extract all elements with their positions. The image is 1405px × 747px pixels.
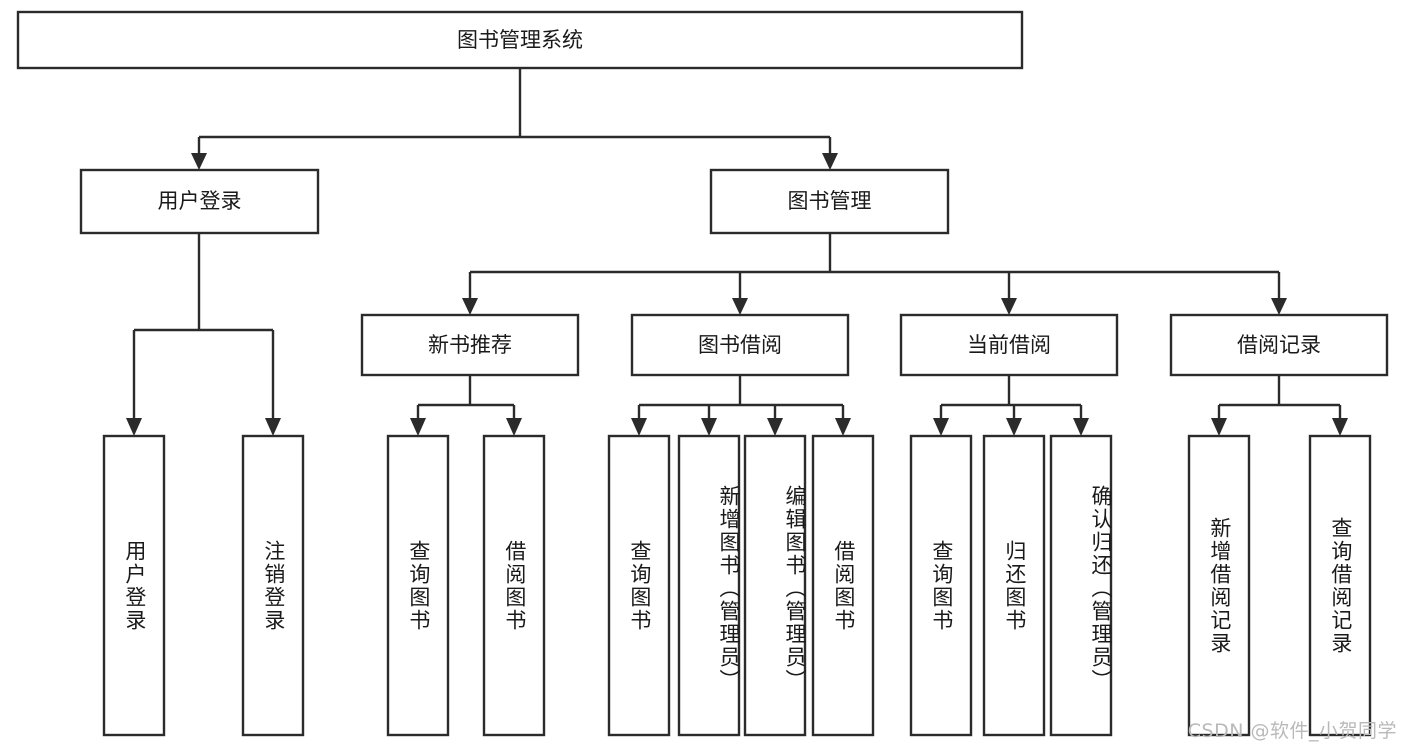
node-root[interactable]: 图书管理系统: [16, 10, 1024, 70]
node-book-borrow-label: 图书借阅: [698, 333, 782, 357]
arrow-head-icon: [767, 418, 783, 436]
node-new-book-recommend-box[interactable]: [360, 313, 580, 377]
node-borrow-record-box[interactable]: [1169, 313, 1389, 377]
arrow-head-icon: [506, 418, 522, 436]
arrow-head-icon: [631, 418, 647, 436]
leaf-box-query-book-current[interactable]: [909, 434, 973, 737]
leaf-box-add-book-admin[interactable]: [677, 434, 741, 737]
node-book-borrow[interactable]: 图书借阅: [630, 313, 850, 377]
connector-layer: [126, 68, 1348, 436]
leaf-box-borrow-book-new[interactable]: [482, 434, 546, 737]
leaf-box-edit-book-admin[interactable]: [743, 434, 807, 737]
arrow-head-icon: [1006, 418, 1022, 436]
node-new-book-recommend[interactable]: 新书推荐: [360, 313, 580, 377]
node-root-box[interactable]: [16, 10, 1024, 70]
node-book-manage-label: 图书管理: [788, 189, 872, 213]
arrow-head-icon: [933, 418, 949, 436]
node-user-login-box[interactable]: [79, 168, 320, 235]
arrow-head-icon: [191, 153, 207, 170]
leaf-box-query-book-new[interactable]: [386, 434, 450, 737]
leaf-box-layer[interactable]: [102, 434, 1372, 737]
node-current-borrow-label: 当前借阅: [967, 333, 1051, 357]
node-user-login[interactable]: 用户登录: [79, 168, 320, 235]
leaf-box-borrow-book[interactable]: [811, 434, 875, 737]
node-current-borrow-box[interactable]: [899, 313, 1119, 377]
arrow-head-icon: [1332, 418, 1348, 436]
node-book-manage[interactable]: 图书管理: [709, 168, 950, 235]
arrow-head-icon: [462, 298, 478, 315]
arrow-head-icon: [265, 418, 281, 436]
leaf-box-query-book-borrow[interactable]: [607, 434, 671, 737]
leaf-box-add-borrow-record[interactable]: [1187, 434, 1251, 737]
arrow-head-icon: [822, 153, 838, 170]
node-user-login-label: 用户登录: [158, 189, 242, 213]
leaf-box-confirm-return-admin[interactable]: [1049, 434, 1113, 737]
arrow-head-icon: [701, 418, 717, 436]
arrow-head-icon: [126, 418, 142, 436]
arrow-head-icon: [835, 418, 851, 436]
leaf-box-logout[interactable]: [241, 434, 305, 737]
node-borrow-record-label: 借阅记录: [1237, 333, 1321, 357]
arrow-head-icon: [1073, 418, 1089, 436]
node-book-borrow-box[interactable]: [630, 313, 850, 377]
arrow-head-icon: [732, 298, 748, 315]
node-current-borrow[interactable]: 当前借阅: [899, 313, 1119, 377]
leaf-box-user-login[interactable]: [102, 434, 166, 737]
node-book-manage-box[interactable]: [709, 168, 950, 235]
node-new-book-recommend-label: 新书推荐: [428, 333, 512, 357]
arrow-head-icon: [1271, 298, 1287, 315]
arrow-head-icon: [1001, 298, 1017, 315]
arrow-head-icon: [410, 418, 426, 436]
node-borrow-record[interactable]: 借阅记录: [1169, 313, 1389, 377]
watermark-text: CSDN @软件_小贺同学: [1187, 720, 1397, 742]
node-root-label: 图书管理系统: [457, 28, 583, 52]
arrow-head-icon: [1211, 418, 1227, 436]
leaf-box-query-borrow-record[interactable]: [1308, 434, 1372, 737]
leaf-box-return-book[interactable]: [982, 434, 1046, 737]
